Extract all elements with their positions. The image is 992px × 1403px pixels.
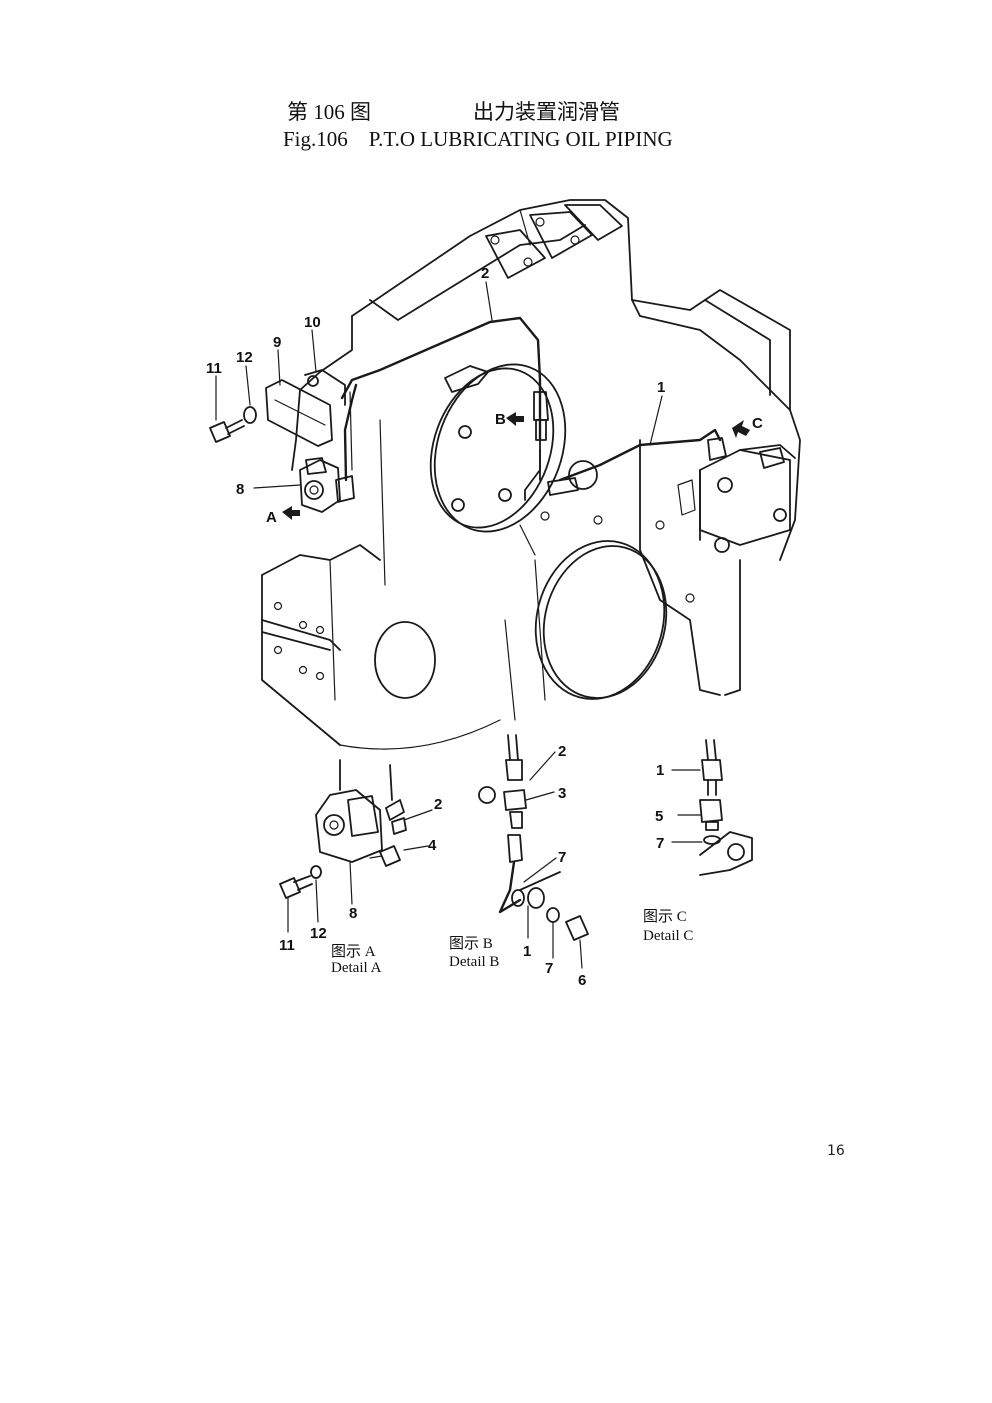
- callout-9: 9: [273, 334, 281, 351]
- callout-2-main: 2: [481, 265, 489, 282]
- oil-pipe-2: [340, 316, 549, 501]
- main-leader-lines: [215, 281, 663, 489]
- detail-a-drawing: [279, 759, 433, 933]
- callout-11-detail-a: 11: [279, 937, 295, 954]
- pipe-clamp-9: [265, 369, 346, 447]
- figure-number-cn: 第 106 图: [287, 100, 371, 124]
- callout-1-main: 1: [657, 379, 665, 396]
- view-label-a: A: [266, 509, 277, 526]
- callout-7-detail-c: 7: [656, 835, 664, 852]
- bolt-11: [209, 419, 245, 443]
- view-arrows: [282, 412, 750, 520]
- figure-title-en: Fig.106 P.T.O LUBRICATING OIL PIPING: [283, 127, 673, 151]
- detail-b-caption-cn: 图示 B: [449, 935, 493, 952]
- callout-8-main: 8: [236, 481, 244, 498]
- callout-6: 6: [578, 972, 586, 989]
- detail-b-drawing: [478, 734, 589, 969]
- detail-a-caption-cn: 图示 A: [331, 943, 376, 960]
- pto-left-fitting: [299, 457, 355, 513]
- flywheel-housing: [261, 199, 801, 750]
- callout-11: 11: [206, 360, 222, 377]
- page-number: 16: [827, 1143, 845, 1159]
- callout-10: 10: [304, 314, 321, 331]
- callout-1-detail-b: 1: [523, 943, 531, 960]
- callout-2-detail-a: 2: [434, 796, 442, 813]
- view-label-b: B: [495, 411, 506, 428]
- pto-right-fitting: [699, 444, 796, 553]
- callout-12-detail-a: 12: [310, 925, 327, 942]
- callout-12: 12: [236, 349, 253, 366]
- oil-pipe-1: [539, 428, 727, 496]
- detail-b-caption-en: Detail B: [449, 954, 499, 970]
- view-label-c: C: [752, 415, 763, 432]
- callout-7-detail-b-lower: 7: [545, 960, 553, 977]
- detail-c-caption-en: Detail C: [643, 928, 693, 944]
- washer-12: [243, 406, 257, 424]
- detail-c-caption-cn: 图示 C: [643, 908, 687, 925]
- callout-labels: 11 12 9 10 2 1 8 A B C 2 4 8 12 11 2 3 7…: [206, 265, 763, 989]
- callout-7-detail-b-upper: 7: [558, 849, 566, 866]
- callout-4: 4: [428, 837, 437, 854]
- detail-captions: 图示 A Detail A 图示 B Detail B 图示 C Detail …: [331, 908, 693, 976]
- callout-5: 5: [655, 808, 663, 825]
- detail-c-drawing: [671, 739, 753, 876]
- figure-title-cn: 出力装置润滑管: [473, 100, 620, 124]
- callout-1-detail-c: 1: [656, 762, 664, 779]
- callout-3: 3: [558, 785, 566, 802]
- callout-2-detail-b: 2: [558, 743, 566, 760]
- detail-a-caption-en: Detail A: [331, 960, 382, 976]
- callout-8-detail-a: 8: [349, 905, 357, 922]
